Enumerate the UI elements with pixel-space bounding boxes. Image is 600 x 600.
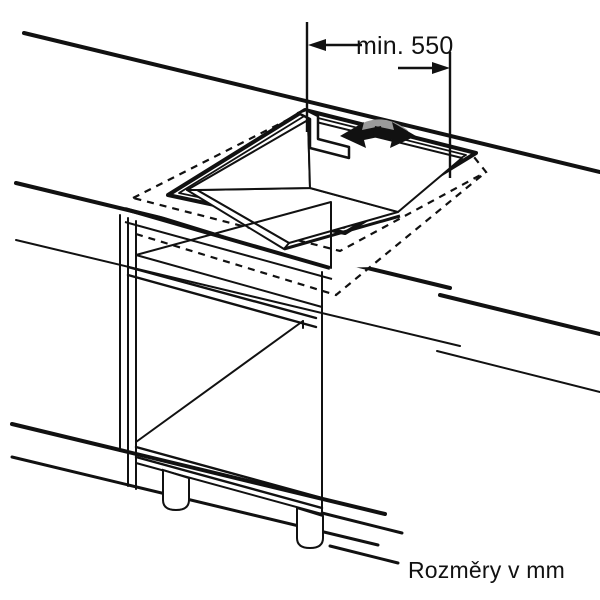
units-caption: Rozměry v mm [408, 557, 565, 583]
cutout-recess [186, 119, 463, 251]
wall-thin-line [15, 239, 461, 347]
cutout-riser-notch [296, 108, 351, 160]
cabinet-leg-left [162, 468, 190, 512]
cabinet-bottom-rail-upper [134, 445, 324, 500]
floor-right-upper-line [320, 511, 404, 535]
airflow-arrows [340, 119, 416, 148]
floor-right-lower-line [328, 544, 400, 565]
airflow-arrow-left-icon [340, 122, 383, 148]
dimension-label: min. 550 [356, 32, 454, 60]
wall-right-thin-line [436, 350, 600, 393]
dimension-annotation [305, 22, 452, 178]
wall-top-edge-line [22, 31, 600, 174]
hidden-outline-secondary [135, 171, 487, 297]
cabinet-leg-right [296, 506, 324, 550]
cabinet-rail-upper [126, 265, 318, 320]
cabinet-interior-top [135, 201, 332, 269]
cabinet-rail-lower [126, 273, 318, 329]
airflow-arrow-right-icon [373, 122, 416, 148]
wall-right-thick-line [438, 293, 600, 336]
cutout-wall-back-right [307, 119, 463, 213]
cabinet-bottom-rail-lower [134, 455, 324, 510]
cabinet-legs [162, 468, 324, 550]
cabinet-interior-top-edge [135, 254, 323, 308]
dimension-arrowhead-right-icon [432, 62, 450, 74]
hidden-outline-lower [135, 171, 487, 297]
floor-lines-right [320, 511, 404, 565]
countertop-front-edge-left [124, 207, 331, 270]
riser-notch-body [296, 108, 351, 160]
cutout-front-edge [283, 214, 401, 251]
dimension-arrowhead-left-icon [308, 39, 326, 51]
countertop-underside-line [124, 221, 333, 280]
cabinet-diagonal-brace [135, 320, 304, 443]
